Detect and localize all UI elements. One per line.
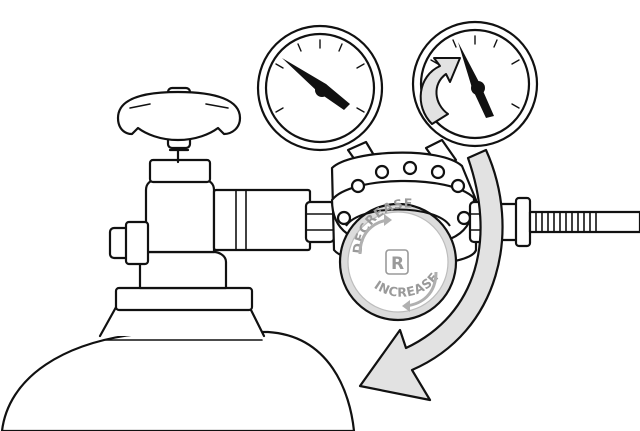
left-gauge xyxy=(256,24,384,152)
svg-text:R: R xyxy=(391,254,404,274)
gas-cylinder xyxy=(0,286,356,431)
turn-knob-arrow xyxy=(358,148,504,402)
right-gauge-needle xyxy=(458,42,494,118)
inlet-nut xyxy=(304,200,336,244)
left-gauge-needle xyxy=(282,58,350,110)
adjustment-knob: DECREASE INCREASE R xyxy=(338,196,458,322)
outlet-fitting xyxy=(496,196,640,248)
valve-handwheel xyxy=(116,90,242,142)
brand-logo: R xyxy=(385,249,409,275)
flange-bolts xyxy=(336,160,472,226)
gauge-rise-arrow xyxy=(419,57,461,125)
